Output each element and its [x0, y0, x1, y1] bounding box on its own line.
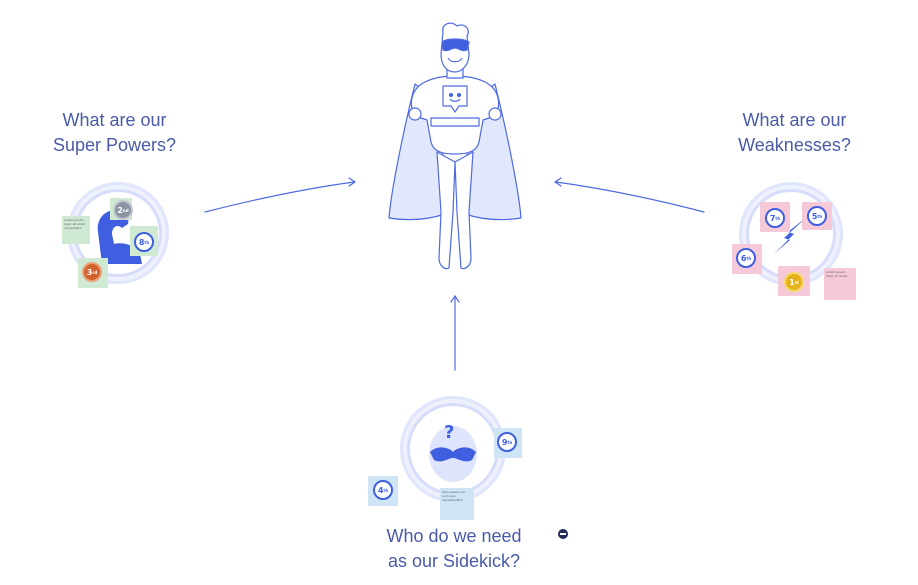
super-powers-cluster[interactable]: Lorem ipsum dolor sit amet consectetur 2…	[62, 182, 172, 292]
masked-head-icon: ?	[429, 422, 477, 482]
svg-text:?: ?	[444, 422, 454, 443]
sticky-note[interactable]: Lorem ipsum dolor sit amet	[824, 268, 856, 300]
minus-icon	[560, 533, 566, 535]
minimize-button[interactable]	[558, 529, 568, 539]
arrowhead-left	[348, 177, 357, 187]
weaknesses-question: What are our Weaknesses?	[738, 110, 851, 155]
broken-arrow-icon	[774, 216, 808, 254]
arrowhead-bottom	[450, 294, 460, 303]
arrowhead-right	[553, 177, 562, 187]
sidekick-question: Who do we need as our Sidekick?	[386, 526, 522, 571]
arrow-right	[555, 181, 705, 213]
arrow-left	[204, 181, 355, 213]
sticky-note[interactable]: Quis autem vel eum iure reprehenderit	[440, 488, 474, 520]
super-powers-question: What are our Super Powers?	[52, 110, 177, 155]
sticky-note[interactable]: Lorem ipsum dolor sit amet consectetur	[62, 216, 90, 244]
superhero-illustration	[388, 22, 522, 270]
